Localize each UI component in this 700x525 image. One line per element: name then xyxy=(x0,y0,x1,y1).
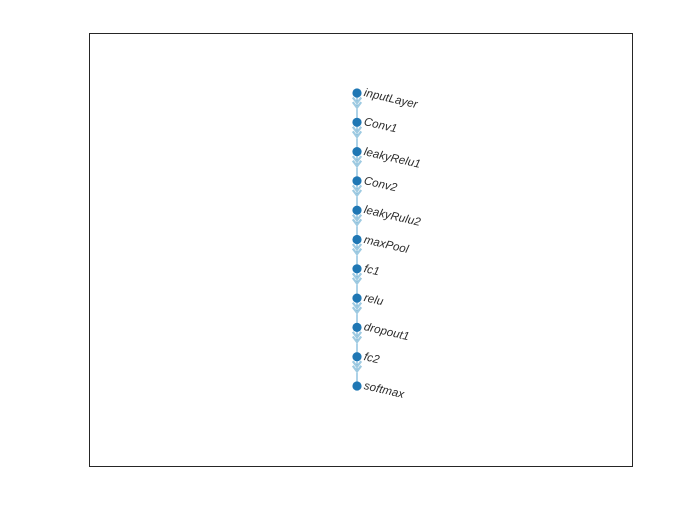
edge-arrowhead-icon xyxy=(351,184,363,193)
edge-arrowhead-icon xyxy=(351,301,363,311)
graph-node[interactable] xyxy=(352,381,362,391)
edge-arrowhead-icon xyxy=(351,243,363,252)
graph-node[interactable] xyxy=(352,88,362,98)
edge-arrowhead-icon xyxy=(351,101,363,110)
edge-arrowhead-icon xyxy=(351,306,363,315)
graph-node[interactable] xyxy=(352,293,362,303)
edge-arrowhead-icon xyxy=(351,335,363,344)
graph-node[interactable] xyxy=(352,234,362,245)
layer-graph[interactable] xyxy=(89,33,633,467)
edge-arrowhead-icon xyxy=(351,331,363,340)
graph-node[interactable] xyxy=(352,264,362,274)
edge-arrowhead-icon xyxy=(351,365,363,374)
graph-node[interactable] xyxy=(352,322,362,332)
node-group[interactable] xyxy=(352,88,362,391)
edge-arrowhead-icon xyxy=(351,189,363,198)
edge-arrowhead-icon xyxy=(351,218,363,227)
graph-node[interactable] xyxy=(352,205,362,215)
edge-arrowhead-icon xyxy=(351,247,363,257)
edge-arrowhead-icon xyxy=(351,160,363,169)
graph-node[interactable] xyxy=(352,117,362,127)
edge-arrowhead-icon xyxy=(351,126,363,135)
edge-arrowhead-icon xyxy=(351,272,363,281)
graph-node[interactable] xyxy=(352,352,362,362)
edge-arrowhead-icon xyxy=(351,155,363,164)
edge-arrowhead-icon xyxy=(351,277,363,286)
graph-node[interactable] xyxy=(352,147,362,157)
edge-arrowhead-icon xyxy=(351,360,363,369)
arrowhead-group xyxy=(351,96,363,374)
graph-node[interactable] xyxy=(352,176,362,186)
edge-arrowhead-icon xyxy=(351,214,363,223)
edge-arrowhead-icon xyxy=(351,96,363,105)
edge-arrowhead-icon xyxy=(351,130,363,139)
